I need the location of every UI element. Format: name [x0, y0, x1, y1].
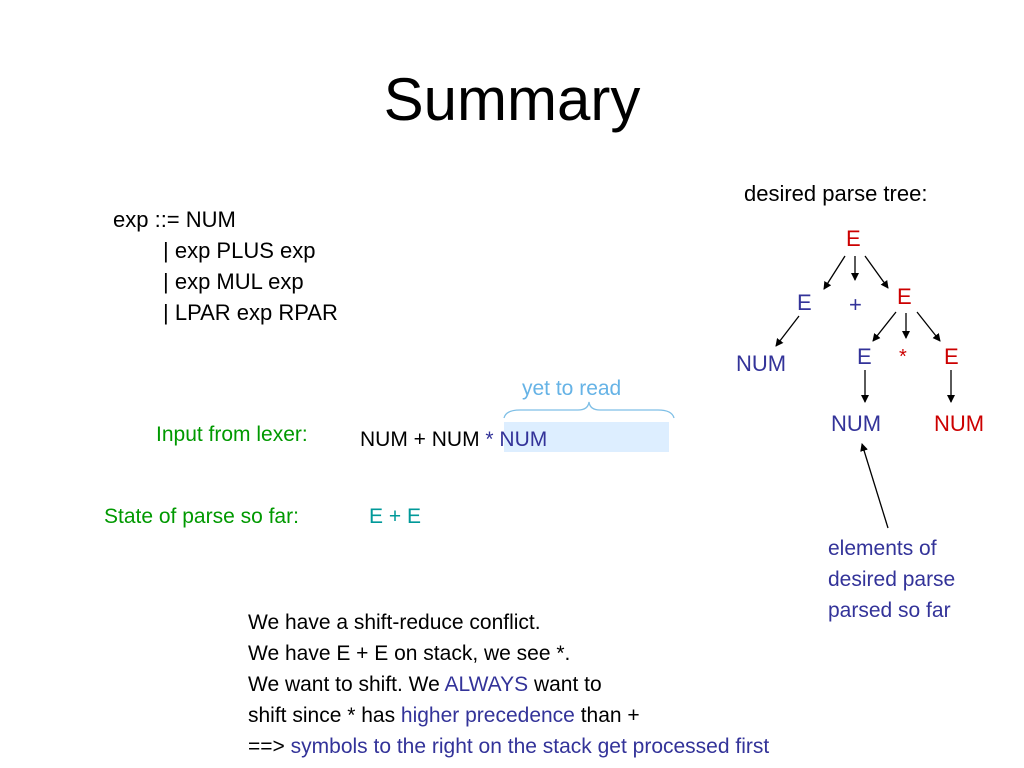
explanation-line: We have E + E on stack, we see *. [248, 642, 571, 665]
yet-to-read-brace [503, 401, 675, 419]
input-label: Input from lexer: [156, 423, 308, 446]
tree-node-star: * [899, 346, 907, 368]
note-line: desired parse [828, 568, 956, 591]
parse-tree-caption: desired parse tree: [744, 181, 928, 206]
tree-node-left-e: E [797, 290, 812, 315]
input-read-tokens: NUM + NUM [360, 428, 480, 451]
explanation-text-run: shift since * has [248, 704, 401, 727]
state-value: E + E [369, 505, 421, 528]
edge-root-to-left-e [823, 255, 846, 290]
edge-left-e-to-num [775, 315, 800, 347]
explanation-line: ==> symbols to the right on the stack ge… [248, 731, 769, 762]
unread-input-highlight [504, 422, 669, 452]
explanation-text-run: ==> [248, 735, 291, 758]
explanation-line: We have a shift-reduce conflict. [248, 611, 541, 634]
tree-node-num-left: NUM [736, 351, 787, 376]
emphasis-always: ALWAYS [444, 673, 529, 696]
edge-right-e-to-inner-right-e [916, 311, 941, 342]
yet-to-read-label: yet to read [522, 377, 622, 400]
grammar-line: exp ::= NUM [113, 207, 236, 232]
edge-root-to-right-e [864, 255, 889, 289]
explanation-text: We have a shift-reduce conflict. We have… [248, 607, 769, 762]
edge-right-e-to-inner-left-e [872, 311, 897, 342]
explanation-line: We want to shift. We ALWAYS want to [248, 669, 769, 700]
emphasis-conclusion: symbols to the right on the stack get pr… [290, 735, 770, 758]
tree-node-num-mid: NUM [831, 411, 882, 436]
tree-node-right-e: E [897, 284, 912, 309]
slide-title: Summary [383, 66, 641, 133]
explanation-text-run: We want to shift. We [248, 673, 445, 696]
tree-node-plus: + [849, 292, 862, 317]
grammar-rules: exp ::= NUM | exp PLUS exp | exp MUL exp… [113, 204, 338, 328]
explanation-text-run: than + [574, 704, 640, 727]
grammar-line: | LPAR exp RPAR [163, 300, 338, 325]
grammar-line: | exp MUL exp [163, 269, 304, 294]
tree-node-inner-right-e: E [944, 344, 959, 369]
emphasis-higher-precedence: higher precedence [400, 704, 575, 727]
note-line: parsed so far [828, 599, 951, 622]
tree-node-root-e: E [846, 226, 861, 251]
parsed-elements-note: elements of desired parse parsed so far [828, 533, 955, 626]
explanation-text-run: want to [528, 673, 602, 696]
tree-node-num-right: NUM [934, 411, 985, 436]
state-label: State of parse so far: [104, 505, 299, 528]
annotation-pointer [860, 443, 889, 529]
note-line: elements of [828, 537, 937, 560]
input-unread-tokens: * NUM [479, 428, 548, 451]
explanation-line: shift since * has higher precedence than… [248, 700, 769, 731]
tree-node-inner-left-e: E [857, 344, 872, 369]
input-tokens: NUM + NUM * NUM [360, 427, 547, 453]
grammar-line: | exp PLUS exp [163, 238, 316, 263]
